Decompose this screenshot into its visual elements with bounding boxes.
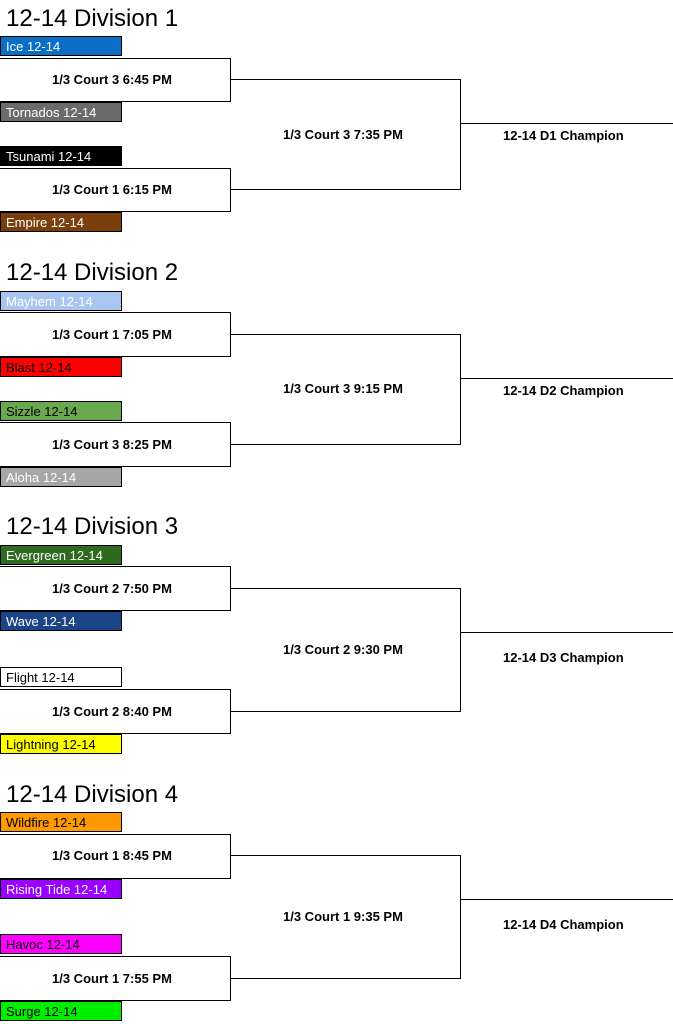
final-game-label: 1/3 Court 3 7:35 PM (283, 127, 403, 142)
division-title: 12-14 Division 4 (6, 781, 179, 808)
game-label: 1/3 Court 3 6:45 PM (52, 72, 172, 87)
bracket-line (0, 834, 231, 835)
bracket-line (0, 58, 231, 59)
bracket-line (230, 58, 231, 102)
bracket-line (0, 168, 231, 169)
bracket-line (0, 312, 231, 313)
team-box: Flight 12-14 (0, 667, 122, 687)
bracket-line (460, 334, 461, 445)
division-title: 12-14 Division 1 (6, 5, 179, 32)
final-game-label: 1/3 Court 3 9:15 PM (283, 381, 403, 396)
bracket-line (0, 878, 231, 879)
bracket-line (230, 444, 461, 445)
bracket-line (0, 956, 231, 957)
team-box: Blast 12-14 (0, 357, 122, 377)
champion-label: 12-14 D1 Champion (503, 128, 624, 143)
bracket-line (230, 189, 461, 190)
bracket-line (460, 123, 673, 124)
champion-label: 12-14 D3 Champion (503, 650, 624, 665)
team-box: Wave 12-14 (0, 611, 122, 631)
team-box: Rising Tide 12-14 (0, 879, 122, 899)
team-box: Tsunami 12-14 (0, 146, 122, 166)
game-label: 1/3 Court 1 7:05 PM (52, 327, 172, 342)
bracket-line (0, 689, 231, 690)
bracket-line (230, 168, 231, 212)
bracket-line (0, 211, 231, 212)
bracket-line (460, 632, 673, 633)
bracket-line (460, 855, 461, 979)
bracket-line (0, 101, 231, 102)
bracket-line (0, 356, 231, 357)
bracket-line (230, 834, 231, 879)
final-game-label: 1/3 Court 2 9:30 PM (283, 642, 403, 657)
bracket-line (460, 899, 673, 900)
bracket-line (230, 978, 461, 979)
bracket-line (230, 711, 461, 712)
champion-label: 12-14 D4 Champion (503, 917, 624, 932)
team-box: Tornados 12-14 (0, 102, 122, 122)
game-label: 1/3 Court 2 8:40 PM (52, 704, 172, 719)
bracket-line (230, 334, 461, 335)
bracket-line (0, 1000, 231, 1001)
team-box: Havoc 12-14 (0, 934, 122, 954)
bracket-line (0, 733, 231, 734)
game-label: 1/3 Court 1 7:55 PM (52, 971, 172, 986)
team-box: Mayhem 12-14 (0, 291, 122, 311)
team-box: Ice 12-14 (0, 36, 122, 56)
team-box: Aloha 12-14 (0, 467, 122, 487)
bracket-line (0, 466, 231, 467)
team-box: Lightning 12-14 (0, 734, 122, 754)
division-title: 12-14 Division 2 (6, 259, 179, 286)
team-box: Empire 12-14 (0, 212, 122, 232)
champion-label: 12-14 D2 Champion (503, 383, 624, 398)
game-label: 1/3 Court 3 8:25 PM (52, 437, 172, 452)
team-box: Sizzle 12-14 (0, 401, 122, 421)
bracket-line (460, 79, 461, 190)
bracket-line (0, 566, 231, 567)
game-label: 1/3 Court 1 6:15 PM (52, 182, 172, 197)
team-box: Evergreen 12-14 (0, 545, 122, 565)
bracket-line (460, 378, 673, 379)
bracket-line (0, 422, 231, 423)
game-label: 1/3 Court 2 7:50 PM (52, 581, 172, 596)
division-title: 12-14 Division 3 (6, 513, 179, 540)
bracket-line (230, 79, 461, 80)
game-label: 1/3 Court 1 8:45 PM (52, 848, 172, 863)
team-box: Surge 12-14 (0, 1001, 122, 1021)
bracket-line (230, 855, 461, 856)
bracket-line (230, 588, 461, 589)
bracket-line (460, 588, 461, 712)
bracket-line (0, 610, 231, 611)
team-box: Wildfire 12-14 (0, 812, 122, 832)
final-game-label: 1/3 Court 1 9:35 PM (283, 909, 403, 924)
